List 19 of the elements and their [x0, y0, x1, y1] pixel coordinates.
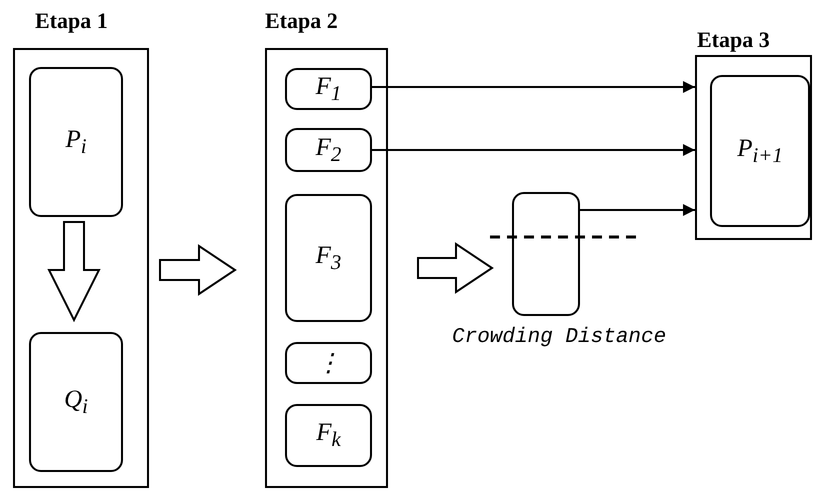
stage-heading: Etapa 2	[265, 8, 338, 34]
hollow-arrow	[417, 242, 494, 294]
set-box: ⋮	[285, 342, 372, 384]
arrow	[370, 144, 695, 156]
set-box: P$_{i}$	[29, 67, 123, 217]
caption-text: Crowding Distance	[452, 326, 666, 349]
stage-heading: Etapa 3	[697, 27, 770, 53]
set-box: F$_{1}$	[285, 68, 372, 110]
hollow-arrow	[47, 221, 101, 322]
set-box: F$_{3}$	[285, 194, 372, 322]
set-box: F$_{2}$	[285, 128, 372, 172]
arrow	[370, 81, 695, 93]
set-box: F$_{k}$	[285, 404, 372, 467]
arrow	[580, 204, 695, 216]
stage-heading: Etapa 1	[35, 8, 108, 34]
hollow-arrow	[159, 244, 237, 296]
set-box: Q$_{i}$	[29, 332, 123, 472]
set-box: P$_{i+1}$	[710, 75, 810, 227]
crowding-box	[512, 192, 580, 316]
